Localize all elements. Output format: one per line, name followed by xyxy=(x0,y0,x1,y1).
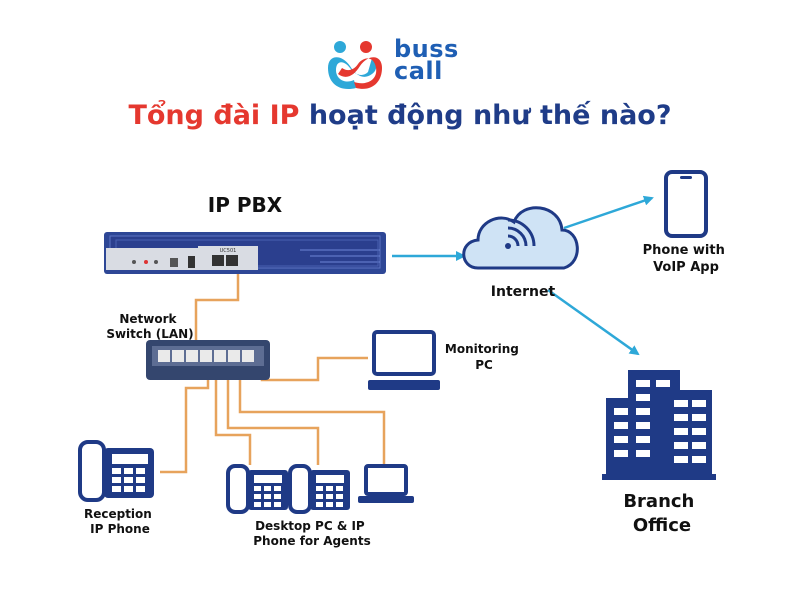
phone-app-label: Phone with VoIP App xyxy=(643,243,730,275)
pbx-label: IP PBX xyxy=(208,193,283,217)
monitoring-line-1: Monitoring xyxy=(445,342,519,356)
wire-pbx-switch xyxy=(194,268,240,350)
page-title: Tổng đài IP hoạt động như thế nào? xyxy=(0,100,800,131)
wire-switch-agent2 xyxy=(226,374,320,465)
reception-phone-icon xyxy=(78,440,154,502)
agents-line-1: Desktop PC & IP xyxy=(255,519,365,533)
internet-cloud-icon xyxy=(462,206,579,270)
monitoring-pc-icon xyxy=(368,330,440,390)
branch-label: Branch Office xyxy=(623,491,700,536)
wire-switch-monitoring xyxy=(260,356,368,382)
monitoring-label: Monitoring PC xyxy=(445,342,523,372)
switch-label: Network Switch (LAN) xyxy=(106,312,193,341)
title-part-2: hoạt động như thế nào? xyxy=(308,100,672,131)
lan-wires xyxy=(160,268,386,474)
smartphone-icon xyxy=(664,170,708,238)
logo-mark-icon xyxy=(328,41,382,90)
brand-text: buss call xyxy=(394,35,459,85)
agent-phone-2-icon xyxy=(288,464,350,514)
buss-call-logo: buss call xyxy=(322,35,482,90)
agents-label: Desktop PC & IP Phone for Agents xyxy=(253,519,370,548)
phone-app-line-1: Phone with xyxy=(643,243,725,258)
network-switch xyxy=(146,340,270,380)
switch-label-line-1: Network xyxy=(119,312,177,326)
ip-pbx-device: UC501 xyxy=(104,232,386,274)
brand-line-2: call xyxy=(394,57,443,85)
arrow-internet-branch xyxy=(547,288,640,356)
phone-app-line-2: VoIP App xyxy=(653,260,719,275)
agents-line-2: Phone for Agents xyxy=(253,534,370,548)
title-part-1: Tổng đài IP xyxy=(128,100,300,131)
agent-phone-1-icon xyxy=(226,464,288,514)
arrow-internet-phone xyxy=(563,195,654,230)
agent-laptop-icon xyxy=(358,464,414,503)
internet-label: Internet xyxy=(491,284,556,300)
branch-line-2: Office xyxy=(633,515,691,536)
wire-switch-laptop xyxy=(238,374,386,465)
brand-line-1: buss xyxy=(394,35,459,63)
internet-arrows xyxy=(392,195,654,356)
reception-label: Reception IP Phone xyxy=(84,507,156,536)
reception-line-1: Reception xyxy=(84,507,152,521)
reception-line-2: IP Phone xyxy=(90,522,150,536)
wire-switch-reception xyxy=(160,374,210,474)
branch-office-building-icon xyxy=(602,370,716,480)
wire-switch-agent1 xyxy=(214,374,252,465)
monitoring-line-2: PC xyxy=(475,358,493,372)
switch-label-line-2: Switch (LAN) xyxy=(106,327,193,341)
branch-line-1: Branch xyxy=(623,491,694,512)
pbx-panel-label: UC501 xyxy=(220,248,237,254)
